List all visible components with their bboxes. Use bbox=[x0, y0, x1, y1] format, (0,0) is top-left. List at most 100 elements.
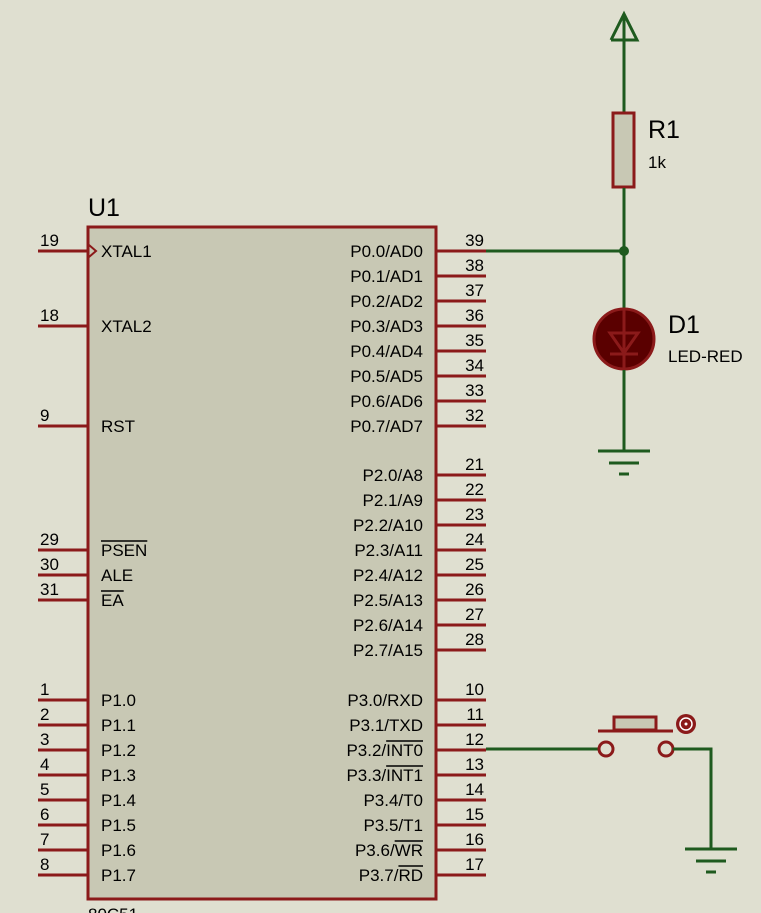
pin-number: 2 bbox=[40, 705, 49, 724]
pin-number: 23 bbox=[465, 505, 484, 524]
chip-body bbox=[86, 225, 438, 901]
pin-number: 9 bbox=[40, 406, 49, 425]
pin-label: P3.6/WR bbox=[355, 841, 423, 860]
pin-label: P0.7/AD7 bbox=[350, 417, 423, 436]
chip-pin-7[interactable]: 7P1.6 bbox=[38, 830, 136, 860]
pin-label: P1.3 bbox=[101, 766, 136, 785]
pin-label: P0.3/AD3 bbox=[350, 317, 423, 336]
pin-number: 35 bbox=[465, 331, 484, 350]
led-d1[interactable]: D1 LED-RED bbox=[592, 307, 743, 371]
chip-pin-1[interactable]: 1P1.0 bbox=[38, 680, 136, 710]
pin-label: P2.0/A8 bbox=[363, 466, 424, 485]
pushbutton-switch[interactable] bbox=[597, 714, 696, 758]
pin-number: 22 bbox=[465, 480, 484, 499]
wire-junction-dot bbox=[619, 246, 629, 256]
resistor-r1[interactable]: R1 1k bbox=[611, 111, 680, 189]
chip-pin-2[interactable]: 2P1.1 bbox=[38, 705, 136, 735]
pin-label: P2.3/A11 bbox=[354, 541, 423, 560]
pin-number: 14 bbox=[465, 780, 484, 799]
pin-number: 18 bbox=[40, 306, 59, 325]
pin-number: 31 bbox=[40, 580, 59, 599]
chip-pin-4[interactable]: 4P1.3 bbox=[38, 755, 136, 785]
pin-number: 12 bbox=[465, 730, 484, 749]
pin-number: 32 bbox=[465, 406, 484, 425]
pin-label: P2.7/A15 bbox=[353, 641, 423, 660]
pin-label: P0.0/AD0 bbox=[350, 242, 423, 261]
button-actuator-icon[interactable] bbox=[676, 714, 696, 734]
pin-label: P2.5/A13 bbox=[353, 591, 423, 610]
pin-label: P1.5 bbox=[101, 816, 136, 835]
pin-label: XTAL1 bbox=[101, 242, 152, 261]
chip-ref-label: U1 bbox=[88, 194, 120, 222]
pin-number: 25 bbox=[465, 555, 484, 574]
pin-label: P1.6 bbox=[101, 841, 136, 860]
pin-number: 11 bbox=[466, 705, 484, 724]
led-ref-label: D1 bbox=[668, 311, 700, 339]
led-value-label: LED-RED bbox=[668, 347, 743, 366]
pin-number: 34 bbox=[465, 356, 484, 375]
chip-u1[interactable]: U1 80C51 19XTAL118XTAL29RST29PSEN30ALE31… bbox=[38, 194, 486, 913]
pin-label: P2.6/A14 bbox=[353, 616, 423, 635]
resistor-body bbox=[611, 111, 636, 189]
chip-pin-6[interactable]: 6P1.5 bbox=[38, 805, 136, 835]
pin-number: 10 bbox=[465, 680, 484, 699]
pin-label: P3.4/T0 bbox=[363, 791, 423, 810]
pin-number: 21 bbox=[465, 455, 484, 474]
pin-number: 16 bbox=[465, 830, 484, 849]
pin-label: XTAL2 bbox=[101, 317, 152, 336]
pin-number: 1 bbox=[40, 680, 49, 699]
chip-pin-8[interactable]: 8P1.7 bbox=[38, 855, 136, 885]
resistor-ref-label: R1 bbox=[648, 116, 680, 144]
pin-label: P3.5/T1 bbox=[363, 816, 423, 835]
pin-number: 26 bbox=[465, 580, 484, 599]
pin-label: P3.2/INT0 bbox=[346, 741, 423, 760]
pin-number: 27 bbox=[465, 605, 484, 624]
pin-number: 37 bbox=[465, 281, 484, 300]
clock-input-icon bbox=[88, 244, 98, 258]
pin-number: 6 bbox=[40, 805, 49, 824]
chip-pin-5[interactable]: 5P1.4 bbox=[38, 780, 136, 810]
pin-label: RST bbox=[101, 417, 135, 436]
pin-number: 19 bbox=[40, 231, 59, 250]
power-terminal-icon[interactable] bbox=[609, 10, 640, 112]
pin-number: 3 bbox=[40, 730, 49, 749]
pin-label: P0.5/AD5 bbox=[350, 367, 423, 386]
pin-number: 30 bbox=[40, 555, 59, 574]
pin-number: 38 bbox=[465, 256, 484, 275]
pin-label: PSEN bbox=[101, 541, 147, 560]
pin-label: P0.2/AD2 bbox=[350, 292, 423, 311]
pin-label: P2.4/A12 bbox=[353, 566, 423, 585]
pin-number: 5 bbox=[40, 780, 49, 799]
chip-pin-3[interactable]: 3P1.2 bbox=[38, 730, 136, 760]
